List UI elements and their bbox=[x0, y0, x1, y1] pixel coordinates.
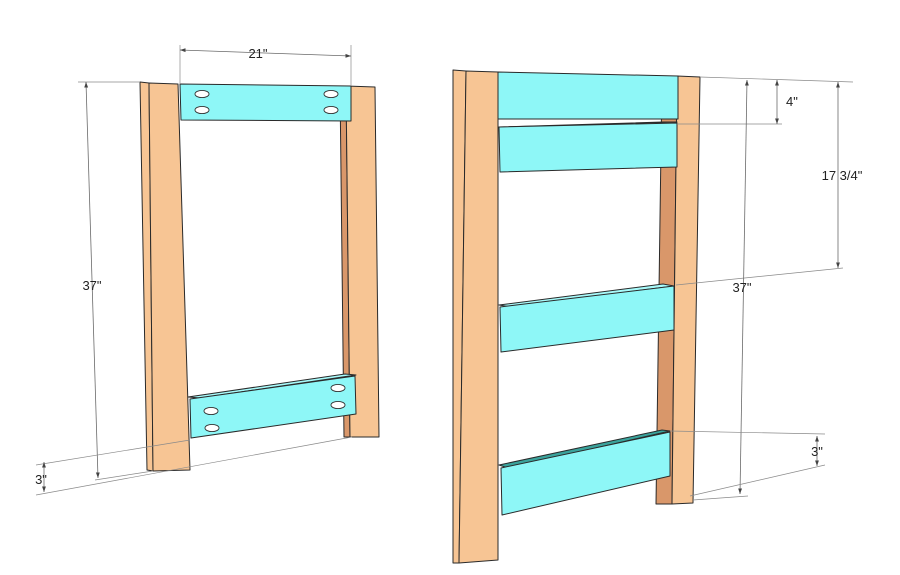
right-frame-top-rail bbox=[497, 71, 679, 120]
left-height-label: 37" bbox=[82, 278, 101, 293]
pocket-hole bbox=[330, 383, 346, 393]
right-bottom-offset-label: 3" bbox=[811, 444, 823, 459]
pocket-hole bbox=[203, 406, 219, 416]
left-frame-left-leg bbox=[139, 81, 191, 472]
pocket-hole bbox=[204, 423, 220, 433]
left-frame-top-rail bbox=[179, 83, 352, 122]
right-top-gap-label: 4" bbox=[786, 94, 798, 109]
pocket-hole bbox=[323, 89, 339, 99]
left-frame-right-leg bbox=[339, 85, 380, 438]
left-width-label: 21" bbox=[248, 46, 267, 61]
right-frame-left-leg bbox=[452, 69, 499, 564]
left-frame-bottom-rail bbox=[187, 373, 357, 439]
left-bottom-offset-label: 3" bbox=[35, 472, 47, 487]
pocket-hole bbox=[194, 105, 210, 115]
right-frame: 4" 17 3/4" 37" 3" bbox=[452, 69, 863, 564]
pocket-hole bbox=[330, 400, 346, 410]
pocket-hole bbox=[323, 105, 339, 115]
pocket-hole bbox=[194, 89, 210, 99]
right-frame-third-slat bbox=[498, 283, 675, 353]
left-frame-dimensions: 21" 37" 3" bbox=[35, 45, 353, 496]
left-frame: 21" 37" 3" bbox=[35, 45, 380, 496]
right-slat-span-label: 17 3/4" bbox=[822, 168, 863, 183]
right-frame-bottom-slat bbox=[498, 429, 671, 516]
right-frame-second-slat bbox=[498, 121, 678, 173]
right-height-label: 37" bbox=[732, 280, 751, 295]
right-frame-dimensions: 4" 17 3/4" 37" 3" bbox=[669, 76, 863, 501]
